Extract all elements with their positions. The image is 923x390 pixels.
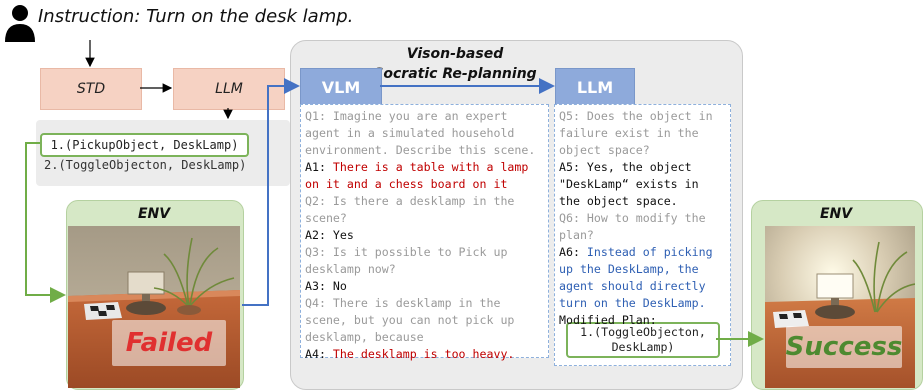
- dialogue-text: the object space.: [559, 194, 678, 208]
- dialogue-line: scene, but you can not pick up: [305, 312, 514, 329]
- dialogue-line: agent in a simulated household: [305, 125, 514, 142]
- dialogue-line: object space?: [559, 142, 650, 159]
- dialogue-text: scene, but you can not pick up: [305, 313, 515, 327]
- dialogue-line: on it and a chess board on it: [305, 176, 507, 193]
- dialogue-text: agent in a simulated household: [305, 126, 515, 140]
- dialogue-line: desklamp, because: [305, 329, 424, 346]
- dialogue-answer: The desklamp is too heavy.: [332, 347, 515, 361]
- llm-box: LLM: [173, 68, 285, 110]
- dialogue-text: up the DeskLamp, the: [559, 262, 699, 276]
- modified-plan-line-1: 1.(ToggleObjecton,: [580, 325, 706, 339]
- desk-lamp-icon: [815, 273, 855, 319]
- dialogue-line: failure exist in the: [559, 125, 699, 142]
- dialogue-text: plan?: [559, 228, 594, 242]
- user-icon: [5, 5, 35, 42]
- dialogue-line: Q6: How to modify the: [559, 210, 706, 227]
- dialogue-line: Modified Plan:: [559, 312, 657, 329]
- dialogue-line: plan?: [559, 227, 594, 244]
- dialogue-text: A3: No: [305, 279, 347, 293]
- dialogue-text: failure exist in the: [559, 126, 699, 140]
- dialogue-line: Q2: Is there a desklamp in the: [305, 193, 514, 210]
- dialogue-line: "DeskLamp“ exists in: [559, 176, 699, 193]
- dialogue-line: A3: No: [305, 278, 347, 295]
- arrow-env-to-vlm: [242, 78, 300, 306]
- dialogue-text: object space?: [559, 143, 650, 157]
- dialogue-text: agent should directly: [559, 279, 706, 293]
- modified-plan-line-2: DeskLamp): [611, 340, 675, 354]
- dialogue-line: Q5: Does the object in: [559, 108, 713, 125]
- plant-icon: [852, 241, 915, 313]
- dialogue-line: desklamp now?: [305, 261, 396, 278]
- dialogue-text: turn on the DeskLamp.: [559, 296, 706, 310]
- std-box: STD: [40, 68, 142, 110]
- chessboard-icon: [773, 310, 809, 328]
- dialogue-line: turn on the DeskLamp.: [559, 295, 706, 312]
- dialogue-text: Q2: Is there a desklamp in the: [305, 194, 515, 208]
- dialogue-text: Q4: There is desklamp in the: [305, 296, 501, 310]
- dialogue-text: A4:: [305, 347, 333, 361]
- arrow-plan-to-env: [25, 142, 66, 303]
- dialogue-text: A5: Yes, the object: [559, 160, 692, 174]
- plan-step-2: 2.(ToggleObjecton, DeskLamp): [44, 158, 247, 172]
- instruction-text: Instruction: Turn on the desk lamp.: [38, 6, 354, 27]
- dialogue-line: A5: Yes, the object: [559, 159, 692, 176]
- dialogue-text: desklamp now?: [305, 262, 396, 276]
- dialogue-line: A6: Instead of picking: [559, 244, 713, 261]
- socratic-title-line-1: Vison-based: [406, 46, 504, 62]
- dialogue-text: A2: Yes: [305, 228, 354, 242]
- dialogue-text: Q5: Does the object in: [559, 109, 713, 123]
- dialogue-line: environment. Describe this scene.: [305, 142, 535, 159]
- socratic-title: Vison-based Socratic Re-planning: [360, 44, 550, 84]
- plan-step-1: 1.(PickupObject, DeskLamp): [40, 133, 249, 157]
- dialogue-text: Q6: How to modify the: [559, 211, 706, 225]
- dialogue-line: A1: There is a table with a lamp: [305, 159, 528, 176]
- dialogue-text: scene?: [305, 211, 347, 225]
- vlm-dialogue: [300, 104, 549, 358]
- dialogue-line: Q4: There is desklamp in the: [305, 295, 500, 312]
- dialogue-text: A6:: [559, 245, 587, 259]
- failed-label: Failed: [112, 320, 226, 366]
- dialogue-text: Modified Plan:: [559, 313, 657, 327]
- replanning-llm-box: LLM: [555, 68, 635, 106]
- dialogue-line: A2: Yes: [305, 227, 354, 244]
- dialogue-line: agent should directly: [559, 278, 706, 295]
- dialogue-text: "DeskLamp“ exists in: [559, 177, 699, 191]
- dialogue-text: Q3: Is it possible to Pick up: [305, 245, 508, 259]
- env-label-right: ENV: [819, 206, 853, 222]
- dialogue-answer: Instead of picking: [586, 245, 713, 259]
- dialogue-line: Q1: Imagine you are an expert: [305, 108, 507, 125]
- dialogue-line: up the DeskLamp, the: [559, 261, 699, 278]
- chessboard-icon: [84, 302, 122, 320]
- modified-plan-step: 1.(ToggleObjecton, DeskLamp): [566, 322, 720, 358]
- dialogue-line: the object space.: [559, 193, 678, 210]
- dialogue-line: A4: The desklamp is too heavy.: [305, 346, 514, 363]
- plant-icon: [153, 237, 235, 307]
- dialogue-text: environment. Describe this scene.: [305, 143, 536, 157]
- dialogue-line: scene?: [305, 210, 347, 227]
- socratic-title-line-2: Socratic Re-planning: [373, 66, 537, 82]
- env-label-left: ENV: [137, 206, 171, 222]
- dialogue-text: desklamp, because: [305, 330, 424, 344]
- success-label: Success: [786, 326, 902, 368]
- dialogue-text: A1:: [305, 160, 333, 174]
- dialogue-answer: There is a table with a lamp: [332, 160, 529, 174]
- dialogue-text: on it and a chess board on it: [305, 177, 508, 191]
- dialogue-line: Q3: Is it possible to Pick up: [305, 244, 507, 261]
- dialogue-text: Q1: Imagine you are an expert: [305, 109, 508, 123]
